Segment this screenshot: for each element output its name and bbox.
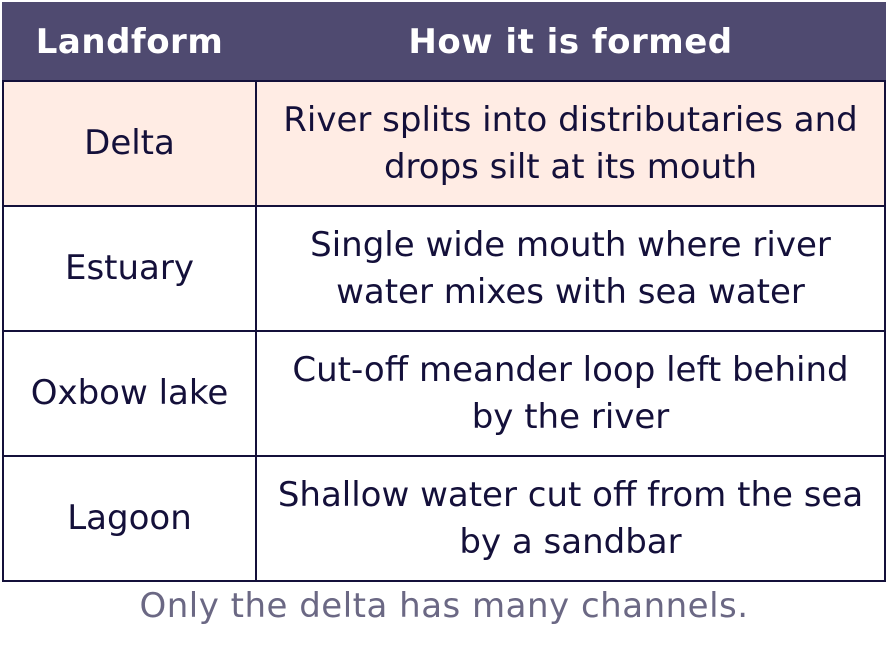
table-row-estuary: Estuary Single wide mouth where river wa…: [2, 205, 886, 332]
cell-landform: Estuary: [2, 205, 257, 332]
header-landform: Landform: [2, 2, 257, 82]
table-row-delta: Delta River splits into distributaries a…: [2, 80, 886, 207]
header-how-formed: How it is formed: [255, 2, 886, 82]
cell-formation: Single wide mouth where river water mixe…: [255, 205, 886, 332]
cell-formation: Cut-off meander loop left behind by the …: [255, 330, 886, 457]
cell-landform: Lagoon: [2, 455, 257, 582]
table-row-lagoon: Lagoon Shallow water cut off from the se…: [2, 455, 886, 582]
landform-table: Landform How it is formed Delta River sp…: [2, 2, 886, 582]
cell-landform: Oxbow lake: [2, 330, 257, 457]
table-row-oxbow-lake: Oxbow lake Cut-off meander loop left beh…: [2, 330, 886, 457]
cell-landform: Delta: [2, 80, 257, 207]
table-header-row: Landform How it is formed: [2, 2, 886, 82]
cell-formation: River splits into distributaries and dro…: [255, 80, 886, 207]
table-caption: Only the delta has many channels.: [139, 586, 749, 626]
cell-formation: Shallow water cut off from the sea by a …: [255, 455, 886, 582]
